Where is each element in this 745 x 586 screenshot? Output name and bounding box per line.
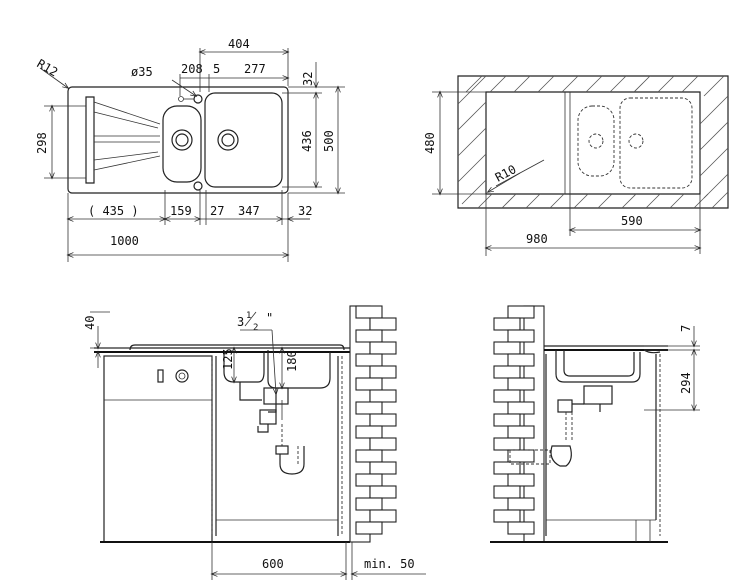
large-bowl-drain xyxy=(217,129,239,151)
tap-hole xyxy=(193,94,203,104)
dim-159-label: 159 xyxy=(170,204,192,218)
dim-294-label: 294 xyxy=(679,372,693,394)
dim-436-label: 436 xyxy=(300,130,314,152)
appliance-control-slot xyxy=(157,369,164,383)
dim-590-label: 590 xyxy=(621,214,643,228)
dim-980-label: 980 xyxy=(526,232,548,246)
drainer-grooves xyxy=(85,96,161,184)
waste-size-num: 1 xyxy=(246,311,251,321)
sink-section-profile xyxy=(129,344,345,351)
trap-pipe-right xyxy=(550,445,572,467)
brick-wall xyxy=(349,305,397,543)
cutout-plan-view: 480 R10 590 980 xyxy=(423,75,729,256)
dim-435-label: ( 435 ) xyxy=(88,204,139,218)
waste-size-whole: 3 xyxy=(237,315,244,329)
dim-7-label: 7 xyxy=(679,325,693,332)
overflow-hole xyxy=(193,181,203,191)
dim-125-label: 125 xyxy=(221,348,235,370)
diameter-label: ø35 xyxy=(131,65,153,79)
dim-404-label: 404 xyxy=(228,37,250,51)
dim-298-label: 298 xyxy=(35,132,49,154)
radius-r10-label: R10 xyxy=(493,162,519,185)
brick-wall-right xyxy=(493,305,545,543)
radius-r12-label: R12 xyxy=(35,56,61,79)
dim-480-label: 480 xyxy=(423,132,437,154)
dim-5-label: 5 xyxy=(213,62,220,76)
large-bowl-outline xyxy=(619,97,693,189)
side-section-view: 40 3 1 2 " 125 180 xyxy=(83,305,426,580)
dim-min50-label: min. 50 xyxy=(364,557,415,571)
small-bowl xyxy=(162,105,202,183)
dim-32-bottom-label: 32 xyxy=(298,204,312,218)
worktop-hatching xyxy=(457,75,729,209)
small-bowl-drain xyxy=(171,129,193,151)
appliance-control-knob xyxy=(175,369,189,383)
dim-32-top-label: 32 xyxy=(301,72,315,86)
dim-40-label: 40 xyxy=(83,316,97,330)
large-bowl xyxy=(204,92,283,188)
dim-1000-label: 1000 xyxy=(110,234,139,248)
dim-208-label: 208 xyxy=(181,62,203,76)
dim-27-label: 27 xyxy=(210,204,224,218)
worktop-hatched-frame xyxy=(457,75,729,209)
small-bowl-outline xyxy=(577,105,615,177)
dim-180-label: 180 xyxy=(285,350,299,372)
waste-size-den: 2 xyxy=(253,323,258,333)
sink-end-profile xyxy=(555,350,641,383)
r12-leader xyxy=(39,67,70,89)
dim-347-label: 347 xyxy=(238,204,260,218)
dim-600-label: 600 xyxy=(262,557,284,571)
trap-pipe xyxy=(279,446,305,475)
dim-277-label: 277 xyxy=(244,62,266,76)
end-section-view: 7 294 xyxy=(490,305,700,543)
appliance-cabinet xyxy=(103,355,213,543)
sink-plan-view: R12 ø35 404 208 5 277 32 436 500 298 xyxy=(35,37,345,262)
sink-outline xyxy=(67,86,289,194)
waste-size-unit: " xyxy=(266,311,273,325)
dim-500-label: 500 xyxy=(322,130,336,152)
